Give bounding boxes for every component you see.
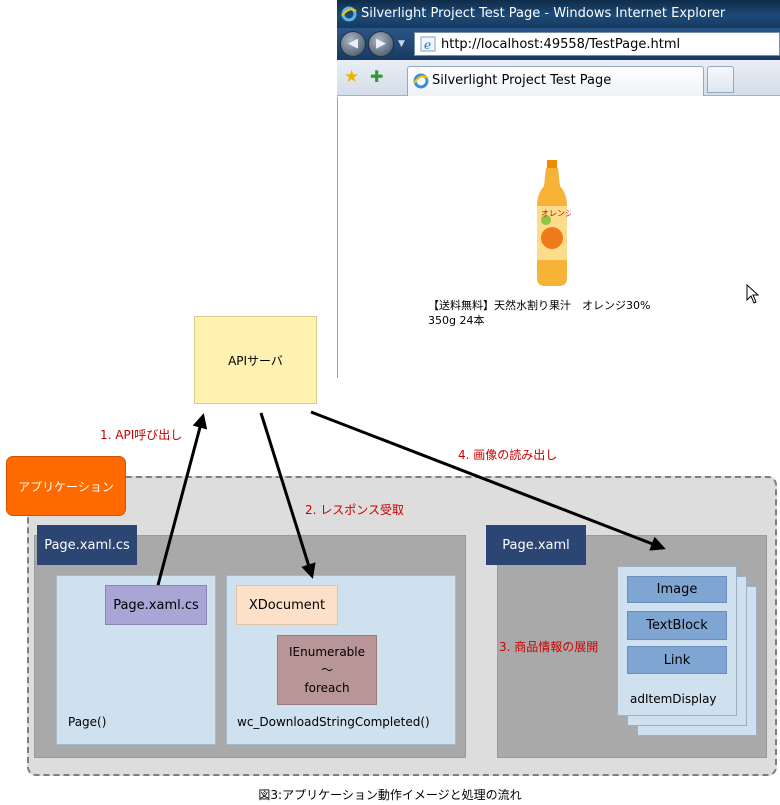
window-title: Silverlight Project Test Page - Windows … — [361, 6, 726, 21]
page-constructor-label: Page() — [68, 715, 107, 729]
page-xaml-title: Page.xaml — [486, 525, 586, 565]
product-name-line1: 【送料無料】天然水割り果汁 オレンジ30% — [428, 299, 651, 312]
step-expand-items: 3. 商品情報の展開 — [499, 640, 599, 654]
ienumerable-line2: ～ — [320, 663, 333, 677]
product-name-line2: 350g 24本 — [428, 314, 485, 327]
product-name: 【送料無料】天然水割り果汁 オレンジ30% 350g 24本 — [428, 298, 708, 328]
page-xaml-cs-box: Page.xaml.cs — [105, 585, 207, 625]
figure-caption: 図3:アプリケーション動作イメージと処理の流れ — [258, 788, 522, 802]
tab-bar: ★ ✚ Silverlight Project Test Page — [337, 60, 780, 96]
back-button[interactable]: ◀ — [340, 31, 366, 57]
ienumerable-line1: IEnumerable — [288, 645, 366, 659]
page-content: オレンジ 【送料無料】天然水割り果汁 オレンジ30% 350g 24本 — [337, 97, 780, 378]
bottle-label: オレンジ — [541, 209, 571, 218]
application-label: アプリケーション — [6, 456, 126, 516]
page-icon: e — [420, 36, 436, 52]
api-server-box: APIサーバ — [194, 316, 317, 404]
ienumerable-box: IEnumerable ～ foreach — [277, 635, 377, 705]
ie-logo-icon — [341, 6, 357, 22]
url-input[interactable]: e http://localhost:49558/TestPage.html — [414, 32, 780, 56]
address-bar: ◀ ▶ ▼ e http://localhost:49558/TestPage.… — [337, 28, 780, 60]
step-load-image: 4. 画像の読み出し — [458, 448, 558, 462]
image-element: Image — [627, 576, 727, 603]
step-receive-response: 2. レスポンス受取 — [305, 503, 405, 517]
aditem-display-label: adItemDisplay — [630, 692, 717, 706]
ie-logo-icon — [413, 73, 429, 89]
new-tab-button[interactable] — [707, 66, 734, 93]
step-api-call: 1. API呼び出し — [100, 428, 183, 442]
browser-window: Silverlight Project Test Page - Windows … — [337, 0, 780, 378]
mouse-cursor-icon — [746, 284, 760, 304]
tab-test-page[interactable]: Silverlight Project Test Page — [407, 66, 704, 96]
favorites-star-icon[interactable]: ★ — [344, 67, 360, 87]
page-xaml-cs-title: Page.xaml.cs — [37, 525, 137, 565]
svg-text:e: e — [424, 38, 431, 52]
product-bottle-image[interactable]: オレンジ — [533, 160, 571, 288]
browser-title-bar: Silverlight Project Test Page - Windows … — [337, 0, 780, 28]
recent-pages-dropdown-icon[interactable]: ▼ — [398, 39, 405, 49]
link-element: Link — [627, 646, 727, 674]
ienumerable-line3: foreach — [304, 681, 350, 695]
tab-label: Silverlight Project Test Page — [432, 73, 612, 88]
download-completed-label: wc_DownloadStringCompleted() — [237, 715, 430, 729]
forward-button[interactable]: ▶ — [368, 31, 394, 57]
xdocument-box: XDocument — [236, 585, 338, 625]
textblock-element: TextBlock — [627, 611, 727, 640]
add-favorite-icon[interactable]: ✚ — [370, 67, 384, 86]
url-text: http://localhost:49558/TestPage.html — [441, 37, 681, 52]
